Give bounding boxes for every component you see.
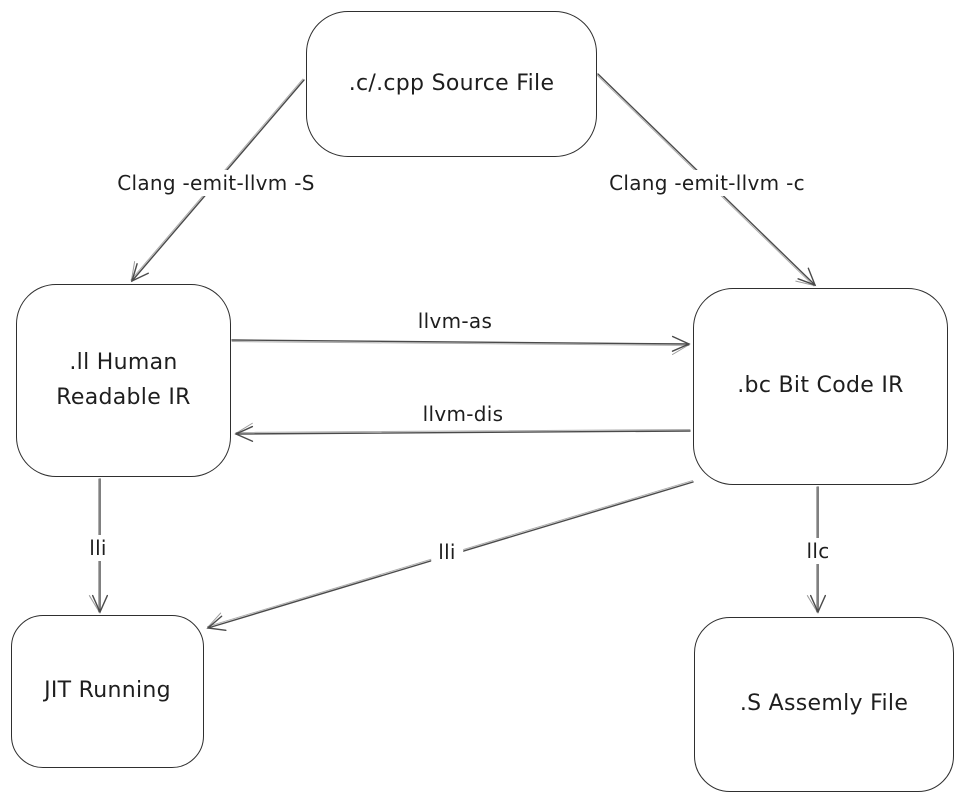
edge-label-lli-left: lli [82, 535, 114, 561]
node-bc-label: .bc Bit Code IR [737, 373, 904, 399]
node-ll-human-readable-ir: .ll Human Readable IR [16, 284, 231, 477]
edge-label-clang-emit-llvm-s: Clang -emit-llvm -S [110, 170, 322, 196]
node-assembly-label: .S Assemly File [739, 691, 909, 717]
node-jit-running: JIT Running [11, 615, 204, 768]
node-ll-label: .ll Human Readable IR [56, 350, 191, 410]
node-jit-label: JIT Running [44, 678, 171, 704]
edge-label-llvm-as: llvm-as [410, 308, 500, 334]
arrow-llvm-dis [234, 422, 691, 442]
node-source-file: .c/.cpp Source File [306, 11, 597, 157]
edge-label-llvm-dis: llvm-dis [415, 401, 511, 427]
node-source-file-label: .c/.cpp Source File [348, 70, 555, 96]
node-assembly-file: .S Assemly File [694, 617, 954, 792]
edge-label-clang-emit-llvm-c: Clang -emit-llvm -c [602, 170, 812, 196]
node-bc-bit-code-ir: .bc Bit Code IR [693, 288, 948, 485]
edge-label-llc: llc [799, 538, 837, 564]
arrow-llvm-as [231, 335, 691, 355]
edge-label-lli-diagonal: lli [431, 539, 463, 565]
